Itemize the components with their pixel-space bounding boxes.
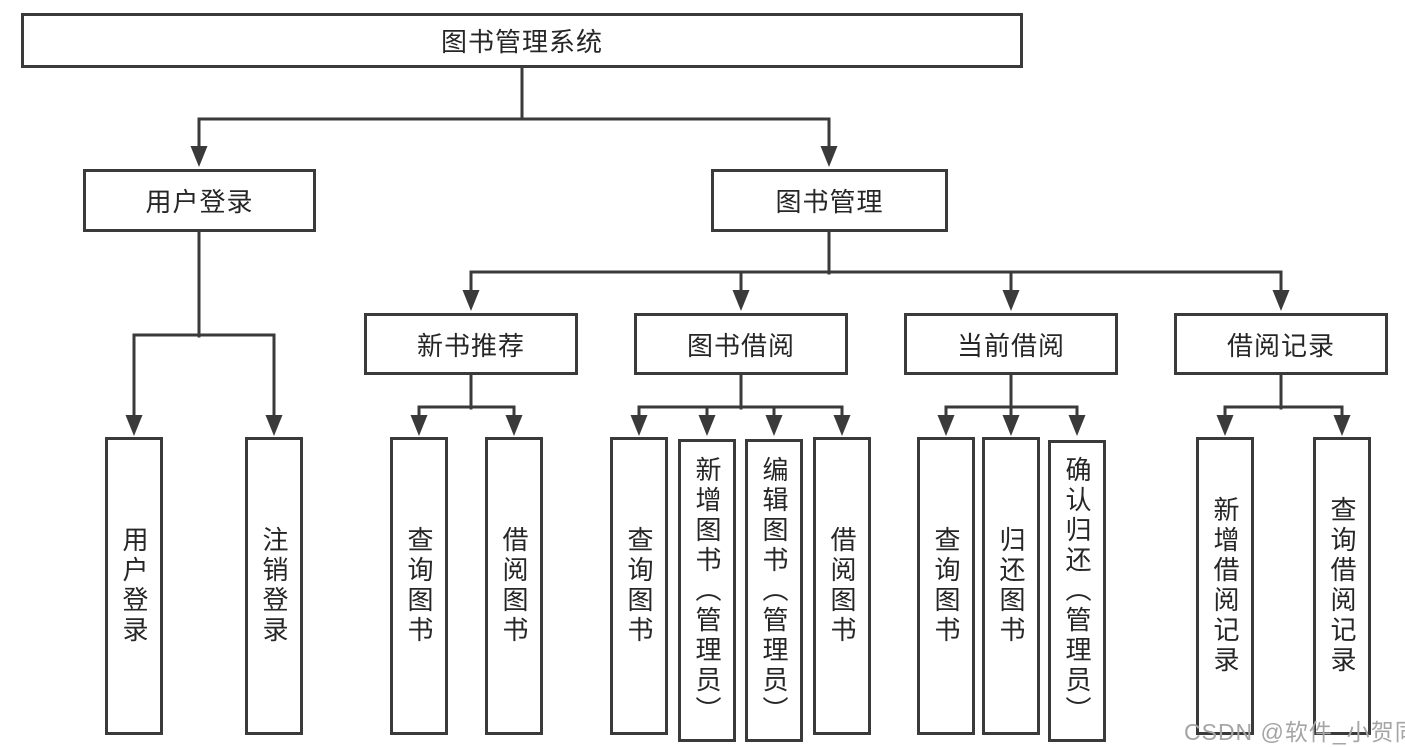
node-label: 查询图书 — [404, 526, 434, 646]
node-edit-books-admin: 编辑图书（管理员） — [745, 439, 803, 742]
node-label: 注销登录 — [259, 526, 289, 646]
node-label: 查询图书 — [624, 526, 654, 646]
node-label: 图书借阅 — [686, 330, 795, 361]
node-label: 新增图书（管理员） — [692, 455, 722, 726]
node-query-books-recommend: 查询图书 — [390, 437, 448, 735]
node-borrow-books-leaf: 借阅图书 — [813, 437, 871, 735]
node-user-login-leaf: 用户登录 — [105, 437, 163, 735]
node-label: 用户登录 — [145, 187, 254, 217]
node-user-login: 用户登录 — [83, 169, 316, 232]
node-label: 借阅图书 — [499, 526, 529, 646]
node-query-books-current: 查询图书 — [917, 437, 975, 735]
node-add-borrow-record: 新增借阅记录 — [1196, 437, 1254, 735]
node-label: 编辑图书（管理员） — [759, 455, 789, 726]
node-query-borrow-record: 查询借阅记录 — [1313, 437, 1371, 735]
node-label: 查询借阅记录 — [1327, 496, 1357, 676]
node-return-books: 归还图书 — [982, 437, 1040, 735]
node-logout-login: 注销登录 — [245, 437, 303, 735]
node-borrow-books-recommend: 借阅图书 — [485, 437, 543, 735]
node-label: 图书管理系统 — [440, 27, 603, 57]
node-book-management: 图书管理 — [711, 169, 948, 232]
node-label: 用户登录 — [119, 526, 149, 646]
node-query-books-borrowing: 查询图书 — [610, 437, 668, 735]
node-add-books-admin: 新增图书（管理员） — [678, 439, 736, 742]
node-label: 查询图书 — [931, 526, 961, 646]
node-label: 新增借阅记录 — [1210, 496, 1240, 676]
node-book-management-system: 图书管理系统 — [21, 13, 1023, 68]
node-label: 归还图书 — [996, 526, 1026, 646]
node-book-borrowing: 图书借阅 — [634, 313, 848, 375]
node-current-borrowing: 当前借阅 — [904, 313, 1118, 375]
node-confirm-return-admin: 确认归还（管理员） — [1048, 440, 1106, 742]
csdn-watermark: CSDN @软件_小贺同学 — [1184, 719, 1405, 745]
node-new-book-recommendation: 新书推荐 — [364, 313, 578, 375]
node-label: 新书推荐 — [416, 330, 525, 361]
node-label: 借阅记录 — [1226, 330, 1335, 361]
node-borrowing-records: 借阅记录 — [1174, 313, 1388, 375]
node-label: 图书管理 — [775, 187, 884, 217]
node-label: 确认归还（管理员） — [1062, 456, 1092, 726]
node-label: 借阅图书 — [827, 526, 857, 646]
node-label: 当前借阅 — [956, 330, 1065, 361]
